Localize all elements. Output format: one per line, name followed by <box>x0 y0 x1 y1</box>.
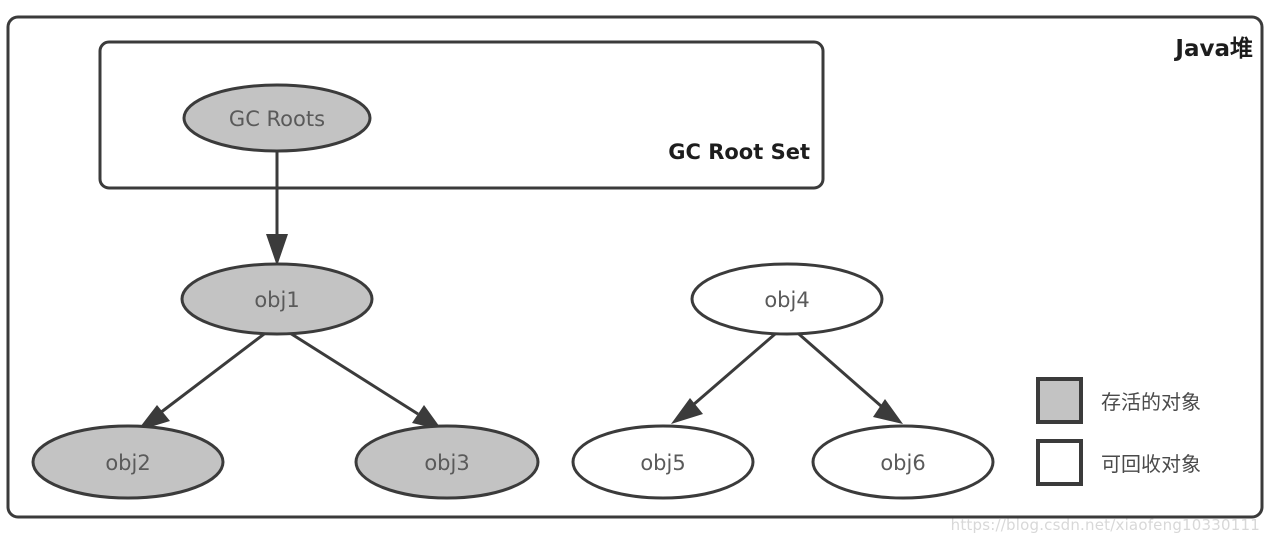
node-obj1[interactable]: obj1 <box>180 262 374 336</box>
node-gc-roots[interactable]: GC Roots <box>182 83 372 153</box>
node-obj4-label: obj4 <box>764 288 809 312</box>
node-gc-roots-label: GC Roots <box>229 107 325 131</box>
arrow-head-icon <box>671 398 703 424</box>
node-obj3[interactable]: obj3 <box>354 424 540 500</box>
legend-label-garbage: 可回收对象 <box>1101 452 1201 476</box>
edge-obj4-obj5 <box>671 326 783 424</box>
legend-item-garbage: 可回收对象 <box>1036 439 1201 486</box>
node-obj5-label: obj5 <box>640 451 685 475</box>
edge-gcroots-obj1 <box>266 151 288 266</box>
arrow-head-icon <box>412 405 442 430</box>
edge-obj4-obj6 <box>791 326 903 424</box>
legend-item-alive: 存活的对象 <box>1036 377 1201 424</box>
arrow-head-icon <box>266 234 288 266</box>
gc-root-set-title: GC Root Set <box>668 140 810 164</box>
java-heap-title: Java堆 <box>1173 36 1253 62</box>
node-obj2[interactable]: obj2 <box>31 424 225 500</box>
node-obj4[interactable]: obj4 <box>690 262 884 336</box>
watermark: https://blog.csdn.net/xiaofeng10330111 <box>950 516 1260 534</box>
legend-swatch-alive-icon <box>1036 377 1083 424</box>
legend: 存活的对象 可回收对象 <box>1036 377 1201 486</box>
legend-label-alive: 存活的对象 <box>1101 390 1201 414</box>
legend-swatch-garbage-icon <box>1036 439 1083 486</box>
node-obj2-label: obj2 <box>105 451 150 475</box>
node-obj6[interactable]: obj6 <box>811 424 995 500</box>
node-obj3-label: obj3 <box>424 451 469 475</box>
node-obj6-label: obj6 <box>880 451 925 475</box>
edge-obj1-obj2 <box>137 326 273 431</box>
edge-obj1-obj3 <box>281 326 442 430</box>
arrow-head-icon <box>873 399 903 424</box>
arrow-head-icon <box>137 405 170 431</box>
node-obj1-label: obj1 <box>254 288 299 312</box>
node-obj5[interactable]: obj5 <box>571 424 755 500</box>
